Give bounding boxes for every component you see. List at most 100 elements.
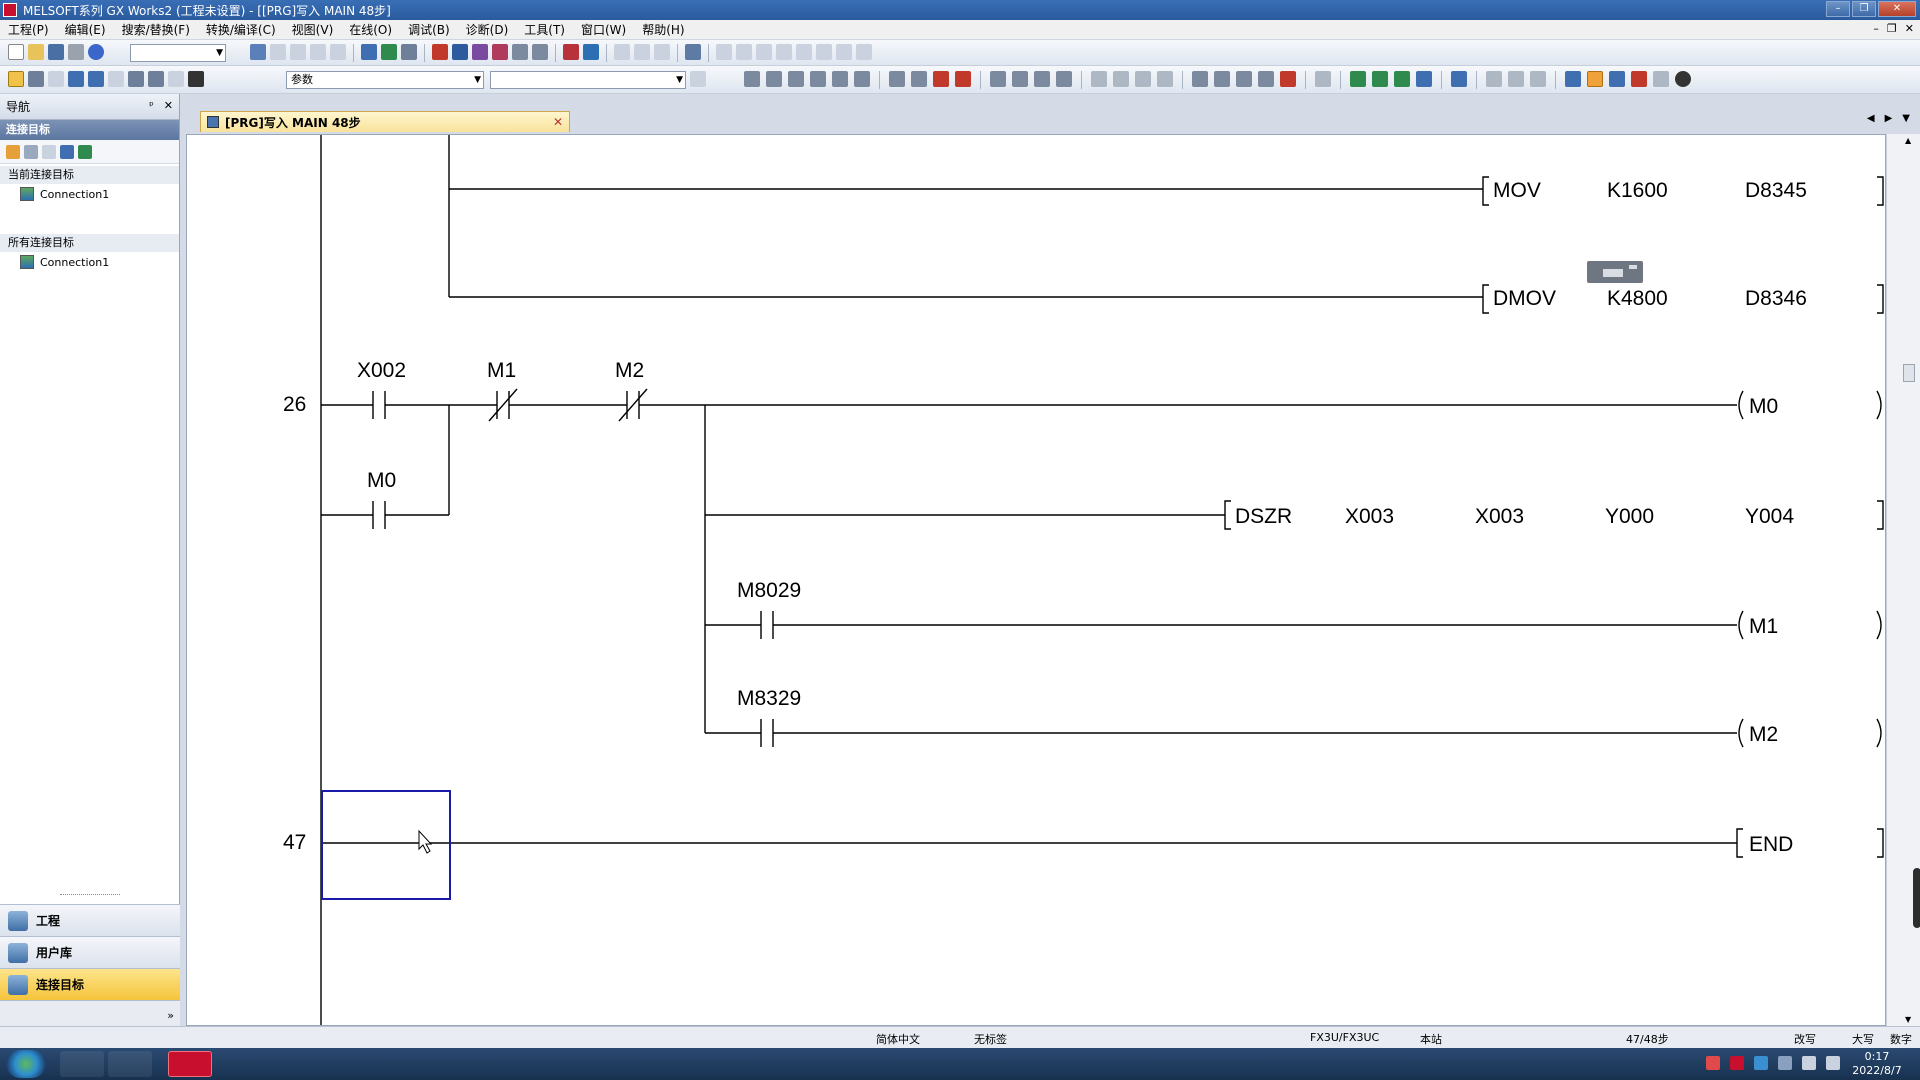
application-instruction-f8-icon[interactable] [854, 71, 870, 87]
new-connection-icon[interactable] [6, 144, 20, 159]
contact-m0[interactable] [372, 501, 386, 529]
window-icon[interactable] [685, 44, 701, 60]
device-comment-icon[interactable] [1416, 71, 1432, 87]
operand-k1600[interactable]: K1600 [1607, 179, 1668, 202]
delete-vertical-icon[interactable] [955, 71, 971, 87]
parameter-combo[interactable]: 参数▼ [286, 71, 484, 89]
monitor-mode-toggle-icon[interactable] [1609, 71, 1625, 87]
monitor-mode-icon[interactable] [1486, 71, 1502, 87]
coil-f7-icon[interactable] [832, 71, 848, 87]
coil-m0[interactable]: M0 [1749, 395, 1778, 418]
magnifier-icon[interactable] [1675, 71, 1691, 87]
device-test-icon[interactable] [492, 44, 508, 60]
find-icon[interactable] [654, 44, 670, 60]
operand-d8346[interactable]: D8346 [1745, 287, 1807, 310]
falling-pulse-icon[interactable] [1012, 71, 1028, 87]
tray-network-icon[interactable] [1754, 1056, 1768, 1070]
instruction-dmov[interactable]: DMOV [1493, 287, 1556, 310]
falling-negated-icon[interactable] [1113, 71, 1129, 87]
copy-connection-icon[interactable] [24, 144, 38, 159]
monitor-stop-icon[interactable] [452, 44, 468, 60]
ladder-editor[interactable]: MOV K1600 D8345 DMOV K4800 D8346 26 X002 [186, 134, 1886, 1026]
open-icon[interactable] [28, 44, 44, 60]
connection-properties-icon[interactable] [60, 144, 74, 159]
contact-m8329[interactable] [760, 719, 774, 747]
batch-monitor-icon[interactable] [532, 44, 548, 60]
copy-icon[interactable] [270, 44, 286, 60]
convert-icon[interactable] [1350, 71, 1366, 87]
toolbar-combo[interactable]: ▼ [130, 44, 226, 62]
operand-x003-zero[interactable]: X003 [1475, 505, 1524, 528]
taskbar-clock[interactable]: 0:17 2022/8/7 [1842, 1050, 1912, 1078]
monitor-write-mode-icon[interactable] [1631, 71, 1647, 87]
parallel-open-contact-icon[interactable] [766, 71, 782, 87]
save-icon[interactable] [48, 44, 64, 60]
operation-rising-icon[interactable] [1192, 71, 1208, 87]
display-option-icon[interactable] [148, 71, 164, 87]
insert-row-icon[interactable] [716, 44, 732, 60]
zoom-in-icon[interactable] [614, 44, 630, 60]
new-icon[interactable] [8, 44, 24, 60]
menu-edit[interactable]: 编辑(E) [64, 22, 106, 37]
view-mode-icon[interactable] [128, 71, 144, 87]
monitor-start-icon[interactable] [432, 44, 448, 60]
minimize-button[interactable]: – [1826, 1, 1850, 17]
undo-icon[interactable] [310, 44, 326, 60]
element-selection-icon[interactable] [28, 71, 44, 87]
menu-project[interactable]: 工程(P) [8, 22, 49, 37]
online-change-icon[interactable] [1394, 71, 1410, 87]
delete-column-icon[interactable] [776, 44, 792, 60]
coil-m2[interactable]: M2 [1749, 723, 1778, 746]
menu-help[interactable]: 帮助(H) [642, 22, 685, 37]
delete-line-icon[interactable] [933, 71, 949, 87]
operand-k4800[interactable]: K4800 [1607, 287, 1668, 310]
menu-convert-compile[interactable]: 转换/编译(C) [205, 22, 276, 37]
operand-x003-origin[interactable]: X003 [1345, 505, 1394, 528]
convert-all-icon[interactable] [1372, 71, 1388, 87]
refresh-icon[interactable] [78, 144, 92, 159]
delete-row-icon[interactable] [736, 44, 752, 60]
instruction-dszr[interactable]: DSZR [1235, 505, 1292, 528]
zoom-out-icon[interactable] [634, 44, 650, 60]
redo-icon[interactable] [330, 44, 346, 60]
rising-pulse-icon[interactable] [990, 71, 1006, 87]
menu-online[interactable]: 在线(O) [349, 22, 393, 37]
monitor-all-icon[interactable] [1508, 71, 1524, 87]
menu-view[interactable]: 视图(V) [291, 22, 334, 37]
watch-icon[interactable] [512, 44, 528, 60]
tray-volume-icon[interactable] [1802, 1056, 1816, 1070]
edit-cursor[interactable] [321, 790, 451, 900]
monitor-write-icon[interactable] [472, 44, 488, 60]
inline-st-icon[interactable] [1315, 71, 1331, 87]
insert-column-icon[interactable] [756, 44, 772, 60]
tray-app-icon[interactable] [1706, 1056, 1720, 1070]
horizontal-line-f9-icon[interactable] [889, 71, 905, 87]
menu-window[interactable]: 窗口(W) [580, 22, 627, 37]
gx-works2-taskbar-icon[interactable] [168, 1051, 212, 1077]
tab-scroll-right-icon[interactable]: ▶ [1884, 113, 1893, 124]
scroll-up-icon[interactable]: ▲ [1905, 136, 1912, 145]
operand-d8345[interactable]: D8345 [1745, 179, 1807, 202]
tray-melsoft-icon[interactable] [1730, 1056, 1744, 1070]
operation-falling-icon[interactable] [1214, 71, 1230, 87]
current-connection-item[interactable]: Connection1 [0, 184, 179, 204]
contact-m8029[interactable] [760, 611, 774, 639]
menu-debug[interactable]: 调试(B) [408, 22, 450, 37]
write-mode-icon[interactable] [1587, 71, 1603, 87]
vertical-line-icon[interactable] [911, 71, 927, 87]
binoculars-icon[interactable] [188, 71, 204, 87]
tray-action-center-icon[interactable] [1826, 1056, 1840, 1070]
label-icon[interactable] [856, 44, 872, 60]
menu-find-replace[interactable]: 搜索/替换(F) [121, 22, 190, 37]
navigation-toggle-icon[interactable] [8, 71, 24, 87]
zoom-display-icon[interactable] [1653, 71, 1669, 87]
monitor-stop-all-icon[interactable] [1530, 71, 1546, 87]
comment-icon[interactable] [796, 44, 812, 60]
side-handle[interactable] [1913, 868, 1920, 928]
tab-connection-destination[interactable]: 连接目标 [0, 968, 180, 1000]
vertical-scrollbar[interactable]: ▲ ▼ [1886, 134, 1920, 1026]
note-icon[interactable] [836, 44, 852, 60]
open-contact-f5-icon[interactable] [744, 71, 760, 87]
ladder-diagram[interactable]: MOV K1600 D8345 DMOV K4800 D8346 26 X002 [187, 135, 1886, 1026]
paste-icon[interactable] [290, 44, 306, 60]
